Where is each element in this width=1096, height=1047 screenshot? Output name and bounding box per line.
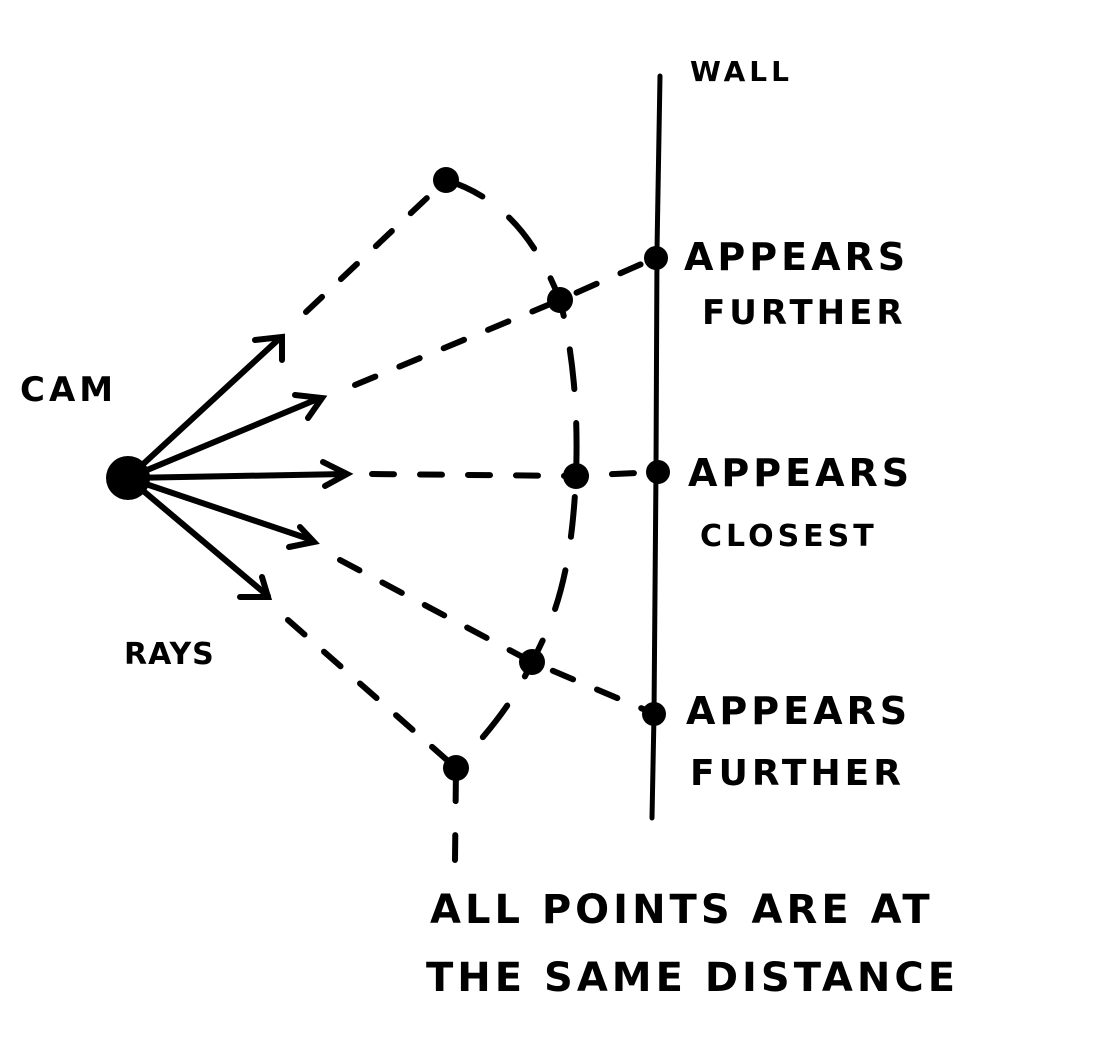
point-2 xyxy=(547,287,573,313)
camera-dot xyxy=(106,456,150,500)
middle-label-line2: CLOSEST xyxy=(700,519,878,554)
wall-point-bottom xyxy=(642,702,666,726)
cam-label: CAM xyxy=(20,370,118,410)
middle-label-line1: APPEARS xyxy=(688,451,914,495)
point-1 xyxy=(433,167,459,193)
ray-4 xyxy=(125,475,315,543)
ray-4-arrowhead xyxy=(286,524,320,550)
rays-label: RAYS xyxy=(124,637,215,672)
ray-3-arrowhead xyxy=(320,459,354,489)
top-label-line1: APPEARS xyxy=(684,235,910,279)
ray-1-extension xyxy=(303,177,449,315)
ray-2-arrowhead xyxy=(292,392,328,421)
equidistant-arc xyxy=(443,177,580,863)
point-4 xyxy=(519,649,545,675)
ray-4-extension xyxy=(337,557,658,717)
ray-3-extension xyxy=(369,469,658,480)
point-3 xyxy=(563,463,589,489)
ray-2-extension xyxy=(352,255,658,388)
ray-5-extension xyxy=(285,617,459,771)
bottom-label-line2: FURTHER xyxy=(690,753,905,794)
wall-point-middle xyxy=(646,460,670,484)
bottom-label-line1: APPEARS xyxy=(686,689,912,733)
point-5 xyxy=(443,755,469,781)
ray-3 xyxy=(125,471,349,481)
ray-1 xyxy=(125,335,283,481)
ray-2 xyxy=(125,395,323,481)
top-label-line2: FURTHER xyxy=(702,293,907,333)
rays xyxy=(125,333,354,600)
ray-1-arrowhead xyxy=(252,333,285,363)
wall-label: WALL xyxy=(690,55,793,88)
caption-line2: THE SAME DISTANCE xyxy=(426,955,960,1001)
wall-point-top xyxy=(644,246,668,270)
caption-line1: ALL POINTS ARE AT xyxy=(430,887,934,933)
ray-5 xyxy=(125,475,271,599)
ray-5-arrowhead xyxy=(237,574,273,600)
